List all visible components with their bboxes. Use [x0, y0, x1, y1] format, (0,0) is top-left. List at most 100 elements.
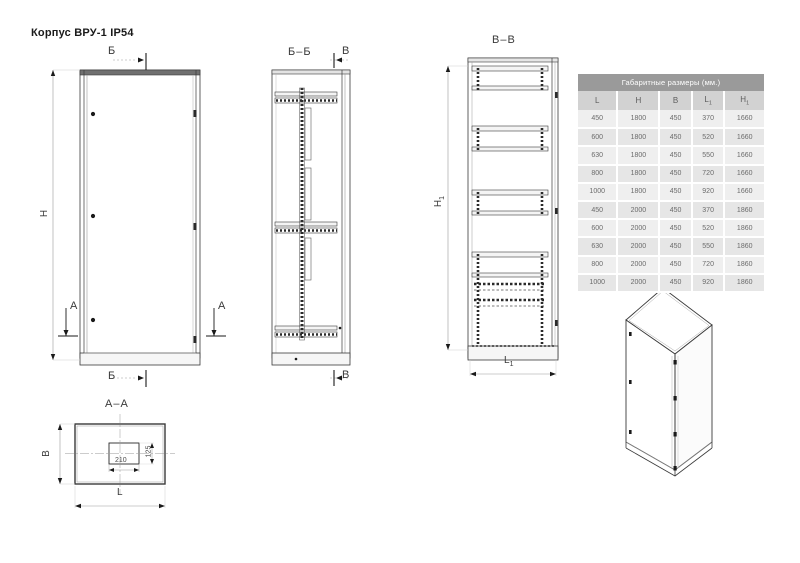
cell-b: 450 — [659, 255, 693, 275]
column-header-h1: H1 — [724, 91, 764, 110]
column-header-h1-sub: 1 — [746, 100, 750, 107]
cell-l: 800 — [578, 255, 619, 275]
cell-l: 600 — [578, 128, 619, 148]
dim-l1-base: L — [504, 355, 510, 366]
cell-b: 450 — [659, 164, 693, 184]
dimensions-table: Габаритные размеры (мм.) L H B L1 H1 450… — [578, 74, 764, 293]
cell-l1: 550 — [691, 146, 726, 166]
column-header-h1-label: H — [740, 94, 747, 104]
cell-h: 2000 — [617, 200, 661, 221]
section-vv-dim-h1: Н1 — [433, 196, 446, 207]
section-bb-marker-bottom: В — [342, 369, 351, 381]
column-header-l: L — [578, 91, 619, 110]
cell-h1: 1660 — [724, 128, 764, 148]
table-column-header-row: L H B L1 H1 — [578, 91, 764, 110]
cell-l: 630 — [578, 237, 619, 257]
cell-l1: 920 — [691, 182, 726, 202]
front-view-marker-left: А — [70, 300, 79, 312]
cell-l1: 550 — [691, 237, 726, 257]
cell-l1: 370 — [691, 200, 726, 221]
front-view: Б Б А А Н — [30, 45, 230, 388]
cell-b: 450 — [659, 200, 693, 221]
cell-h1: 1860 — [724, 273, 764, 293]
section-aa-dim-l: L — [117, 487, 123, 498]
cell-l: 450 — [578, 110, 619, 130]
cell-l1: 720 — [691, 164, 726, 184]
cell-b: 450 — [659, 128, 693, 148]
cell-h: 2000 — [617, 255, 661, 275]
section-bb-view: Б–Б В В — [262, 45, 382, 388]
cell-h1: 1860 — [724, 255, 764, 275]
front-view-marker-bottom: Б — [108, 370, 117, 382]
cell-l1: 520 — [691, 128, 726, 148]
cell-l: 600 — [578, 219, 619, 239]
column-header-l-label: L — [594, 96, 600, 105]
table-title: Габаритные размеры (мм.) — [578, 74, 764, 91]
front-view-marker-top: Б — [108, 45, 117, 57]
column-header-l1-label: L — [704, 94, 709, 104]
cell-l1: 720 — [691, 255, 726, 275]
cell-h: 1800 — [617, 146, 661, 166]
cell-h1: 1660 — [724, 146, 764, 166]
cell-h1: 1860 — [724, 219, 764, 239]
cell-b: 450 — [659, 146, 693, 166]
section-bb-title: Б–Б — [288, 46, 312, 58]
dim-h1-base: Н — [433, 199, 445, 208]
isometric-cabinet-view — [620, 282, 780, 482]
column-header-l1-sub: 1 — [708, 100, 712, 107]
front-view-dim-h: Н — [39, 209, 51, 218]
cell-b: 450 — [659, 237, 693, 257]
cell-l: 800 — [578, 164, 619, 184]
section-vv-view: В–В Н1 L1 — [433, 30, 580, 380]
section-vv-title: В–В — [492, 34, 516, 46]
cell-b: 450 — [659, 273, 693, 293]
cell-h: 1800 — [617, 182, 661, 202]
cell-b: 450 — [659, 219, 693, 239]
section-vv-dim-l1: L1 — [504, 355, 513, 368]
cell-b: 450 — [659, 110, 693, 130]
cell-h1: 1860 — [724, 237, 764, 257]
page-title: Корпус ВРУ-1 IP54 — [31, 27, 134, 39]
cell-h1: 1660 — [724, 182, 764, 202]
column-header-b: B — [659, 91, 693, 110]
section-bb-marker-top: В — [342, 45, 351, 57]
column-header-h-label: H — [635, 96, 642, 105]
cell-l: 1000 — [578, 273, 619, 293]
dim-h1-sub: 1 — [439, 195, 447, 200]
column-header-h: H — [617, 91, 661, 110]
cell-h: 2000 — [617, 273, 661, 293]
cell-l: 1000 — [578, 182, 619, 202]
cell-l1: 920 — [691, 273, 726, 293]
cell-l1: 520 — [691, 219, 726, 239]
front-view-marker-right: А — [218, 300, 227, 312]
cell-l: 630 — [578, 146, 619, 166]
section-aa-title: А–А — [105, 398, 129, 410]
cell-h: 2000 — [617, 237, 661, 257]
cell-b: 450 — [659, 182, 693, 202]
cell-l: 450 — [578, 200, 619, 221]
column-header-l1: L1 — [691, 91, 726, 110]
table-head: Габаритные размеры (мм.) L H B L1 H1 — [578, 74, 764, 110]
dim-l1-sub: 1 — [509, 361, 514, 368]
section-aa-view: А–А В L 210 125 — [41, 398, 225, 518]
cell-h1: 1660 — [724, 164, 764, 184]
cell-h1: 1860 — [724, 200, 764, 221]
cell-h: 1800 — [617, 110, 661, 130]
column-header-b-label: B — [672, 96, 679, 105]
cell-h: 1800 — [617, 164, 661, 184]
cell-h: 1800 — [617, 128, 661, 148]
section-aa-dim-b: В — [40, 450, 52, 457]
section-aa-dim-inner-width: 210 — [115, 457, 127, 464]
